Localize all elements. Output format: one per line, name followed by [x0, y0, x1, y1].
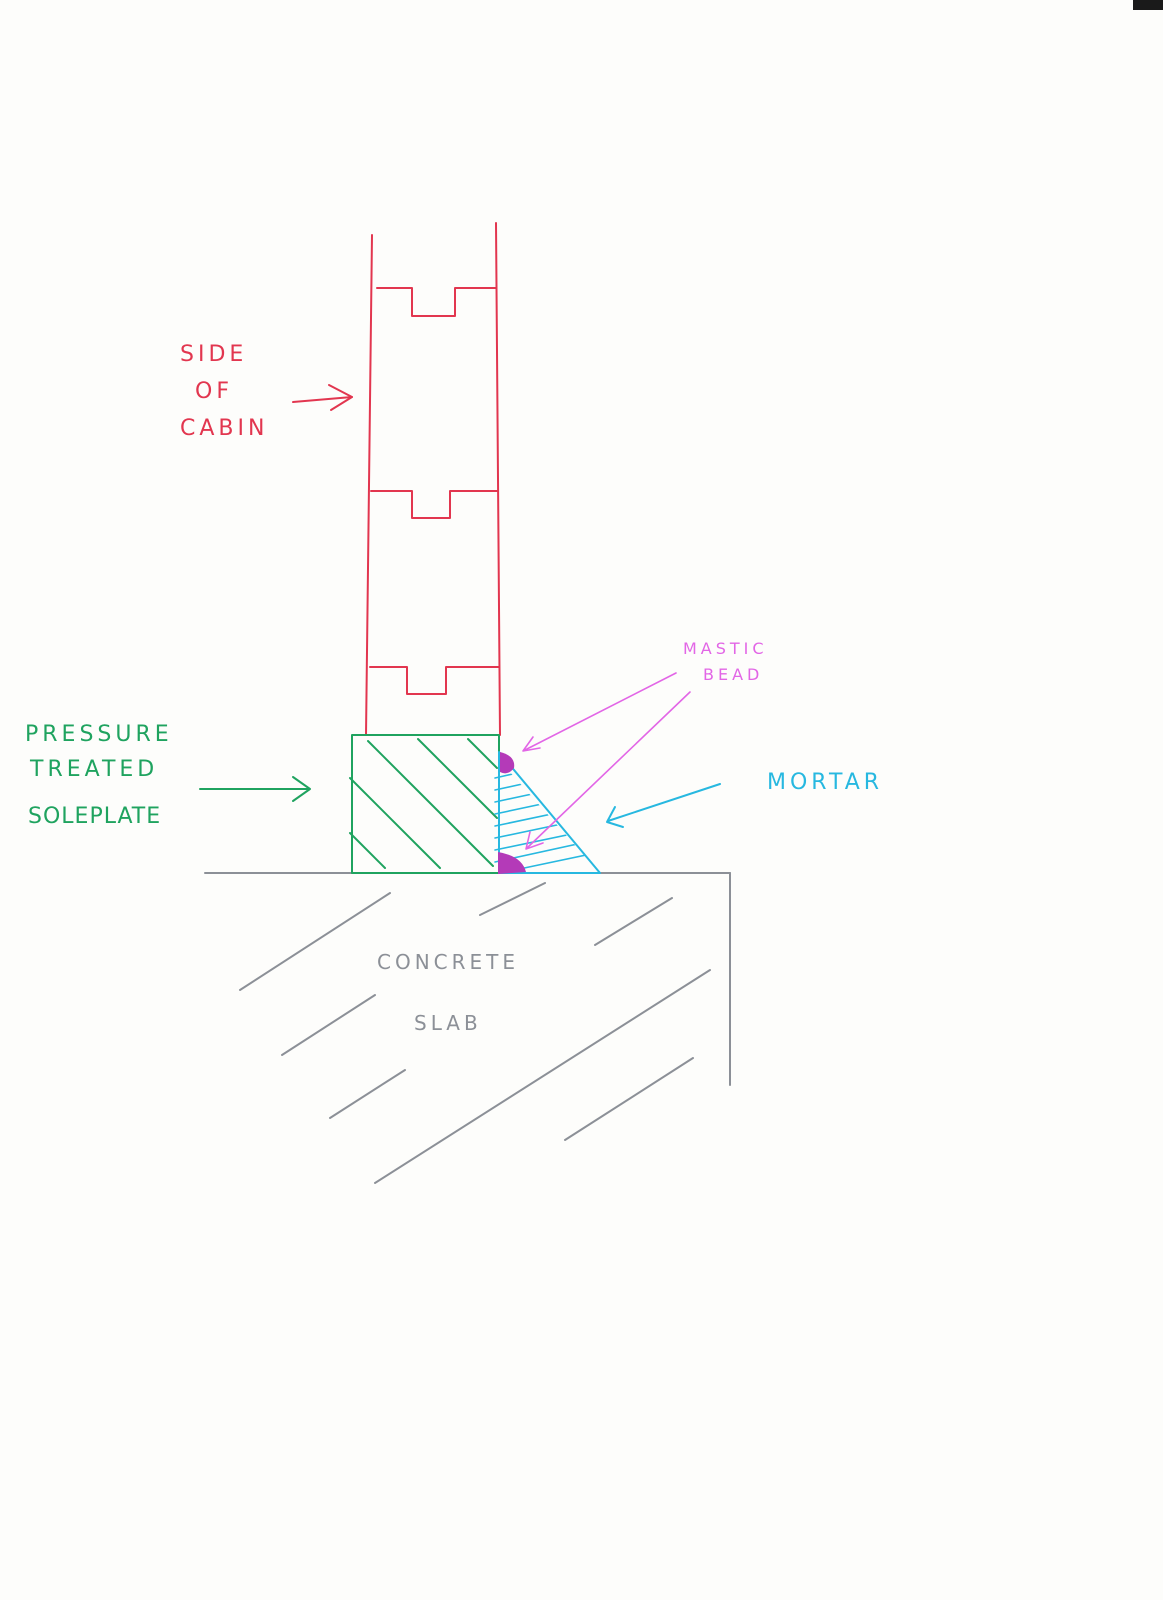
mortar-label: MORTAR	[767, 770, 883, 795]
mortar-outline	[498, 751, 601, 874]
mastic-bead-bottom	[498, 852, 526, 874]
mastic-bead-top	[500, 752, 515, 774]
soleplate-hatch-line	[349, 777, 441, 869]
concrete-label-line1: CONCRETE	[377, 950, 519, 974]
mortar-arrow	[606, 783, 721, 828]
cabin-label-line2: OF	[195, 379, 233, 404]
cabin-label-line3: CABIN	[180, 416, 268, 441]
soleplate-label: PRESSURE TREATED SOLEPLATE	[25, 722, 173, 829]
soleplate-hatch-line	[467, 738, 498, 769]
concrete-label: CONCRETE SLAB	[377, 950, 519, 1035]
soleplate	[349, 734, 500, 874]
mastic-label-line2: BEAD	[703, 665, 763, 684]
soleplate-label-line2: TREATED	[29, 757, 158, 782]
soleplate-label-line1: PRESSURE	[25, 722, 173, 747]
slab-hatch-line	[564, 1057, 694, 1141]
soleplate-label-line3: SOLEPLATE	[28, 804, 161, 829]
soleplate-arrow	[199, 776, 311, 802]
mastic-label-line1: MASTIC	[683, 639, 768, 658]
soleplate-hatch-line	[417, 738, 498, 819]
mastic-label: MASTIC BEAD	[683, 639, 768, 684]
cabin-label: SIDE OF CABIN	[180, 342, 268, 441]
slab-hatch-line	[329, 1069, 406, 1119]
cabin-arrow	[292, 384, 353, 411]
mastic-arrows	[522, 672, 691, 850]
slab-hatch-line	[281, 994, 376, 1056]
log-joint-tongue-groove	[369, 666, 500, 695]
wall-right-edge	[495, 222, 501, 736]
concrete-label-line2: SLAB	[414, 1011, 482, 1035]
soleplate-hatch-line	[367, 740, 494, 867]
slab-hatch-line	[374, 969, 711, 1184]
log-joint-tongue-groove	[370, 490, 498, 519]
log-joint-tongue-groove	[376, 287, 497, 317]
soleplate-hatch-line	[349, 832, 386, 869]
mastic-beads	[498, 752, 526, 874]
cabin-label-line1: SIDE	[180, 342, 247, 367]
scan-edge-mark	[1133, 0, 1163, 10]
slab-hatch-line	[479, 882, 546, 916]
slab-hatch-line	[594, 897, 673, 946]
slab-hatch-line	[239, 892, 391, 991]
wall-left-edge	[365, 234, 373, 736]
cabin-log-wall	[365, 222, 501, 736]
